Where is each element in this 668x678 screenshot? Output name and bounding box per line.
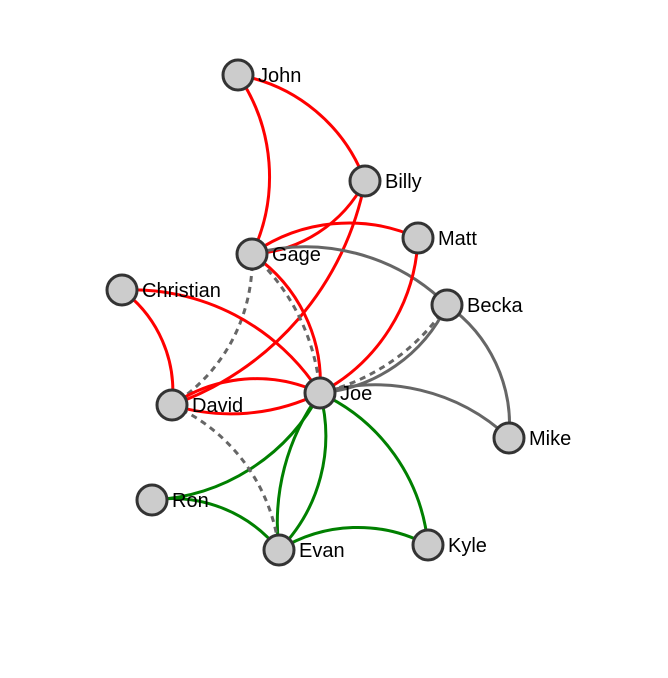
link-john-billy: [237, 73, 367, 182]
node-label-kyle: Kyle: [448, 535, 487, 557]
link-gage-joe: [251, 252, 322, 394]
node-label-matt: Matt: [438, 228, 477, 250]
link-evan-joe: [275, 392, 322, 551]
node-circle-evan[interactable]: [262, 533, 296, 567]
node-label-joe: Joe: [340, 383, 372, 405]
link-john-gage: [236, 74, 272, 255]
node-david[interactable]: David: [155, 388, 243, 422]
node-label-billy: Billy: [385, 171, 422, 193]
link-evan-kyle: [278, 526, 429, 552]
node-label-becka: Becka: [467, 295, 523, 317]
node-billy[interactable]: Billy: [348, 164, 422, 198]
node-mike[interactable]: Mike: [492, 421, 571, 455]
link-matt-joe: [319, 237, 420, 395]
link-gage-matt: [251, 221, 419, 256]
link-joe-david: [171, 391, 321, 416]
link-christian-david: [121, 288, 175, 406]
node-circle-billy[interactable]: [348, 164, 382, 198]
node-circle-mike[interactable]: [492, 421, 526, 455]
node-label-christian: Christian: [142, 280, 221, 302]
node-circle-david[interactable]: [155, 388, 189, 422]
link-gage-david: [171, 253, 254, 407]
link-ron-evan: [151, 497, 281, 551]
node-christian[interactable]: Christian: [105, 273, 221, 307]
link-becka-joe: [319, 304, 449, 395]
node-label-john: John: [258, 65, 301, 87]
link-billy-gage: [251, 180, 367, 256]
node-circle-gage[interactable]: [235, 237, 269, 271]
node-circle-joe[interactable]: [303, 376, 337, 410]
node-john[interactable]: John: [221, 58, 301, 92]
node-circle-john[interactable]: [221, 58, 255, 92]
node-evan[interactable]: Evan: [262, 533, 345, 567]
node-circle-christian[interactable]: [105, 273, 139, 307]
link-gage-becka: [251, 245, 449, 307]
link-joe-kyle: [319, 391, 430, 546]
node-joe[interactable]: Joe: [303, 376, 372, 410]
node-matt[interactable]: Matt: [401, 221, 477, 255]
node-gage[interactable]: Gage: [235, 237, 321, 271]
node-circle-ron[interactable]: [135, 483, 169, 517]
node-label-gage: Gage: [272, 244, 321, 266]
link-becka-joe: [319, 304, 449, 395]
node-label-ron: Ron: [172, 490, 209, 512]
link-christian-joe: [121, 288, 322, 394]
link-joe-evan: [277, 392, 328, 552]
node-label-mike: Mike: [529, 428, 571, 450]
link-becka-mike: [446, 303, 512, 439]
node-circle-becka[interactable]: [430, 288, 464, 322]
node-kyle[interactable]: Kyle: [411, 528, 487, 562]
node-label-david: David: [192, 395, 243, 417]
node-circle-kyle[interactable]: [411, 528, 445, 562]
node-label-evan: Evan: [299, 540, 345, 562]
link-joe-mike: [319, 383, 511, 440]
node-becka[interactable]: Becka: [430, 288, 523, 322]
node-circle-matt[interactable]: [401, 221, 435, 255]
link-david-evan: [171, 403, 281, 551]
node-ron[interactable]: Ron: [135, 483, 209, 517]
link-gage-joe: [250, 252, 322, 394]
link-david-joe: [171, 377, 321, 407]
